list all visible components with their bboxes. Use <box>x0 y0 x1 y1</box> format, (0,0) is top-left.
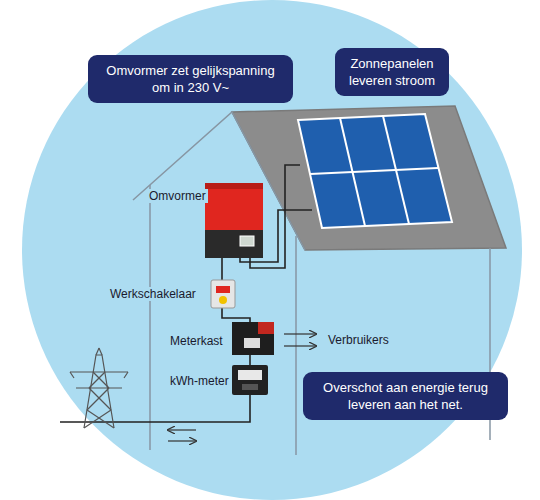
part-label: kWh-meter <box>168 374 231 388</box>
inverter <box>205 183 263 258</box>
meter-cabinet <box>232 322 274 355</box>
callout-text: Zonnepanelen leveren stroom <box>344 55 440 89</box>
solar-panels <box>298 114 452 228</box>
consumer-arrow <box>284 345 316 346</box>
wires <box>60 165 312 422</box>
callout-box: Overschot aan energie terug leveren aan … <box>303 372 508 420</box>
grid-arrow <box>168 440 196 441</box>
callout-box: Zonnepanelen leveren stroom <box>335 48 449 96</box>
consumer-arrow <box>284 333 316 334</box>
callout-box: Omvormer zet gelijkspanning om in 230 V~ <box>88 55 293 103</box>
power-pylon <box>70 348 128 428</box>
grid-arrow <box>168 429 196 430</box>
work-switch <box>211 280 235 308</box>
callout-text: Overschot aan energie terug leveren aan … <box>312 379 499 413</box>
part-label: Verbruikers <box>326 333 391 347</box>
background-circle <box>22 0 522 500</box>
part-label: Omvormer <box>147 189 208 203</box>
part-label: Meterkast <box>168 334 225 348</box>
kwh-meter <box>232 365 268 395</box>
callout-text: Omvormer zet gelijkspanning om in 230 V~ <box>97 62 284 96</box>
part-label: Werkschakelaar <box>108 287 198 301</box>
